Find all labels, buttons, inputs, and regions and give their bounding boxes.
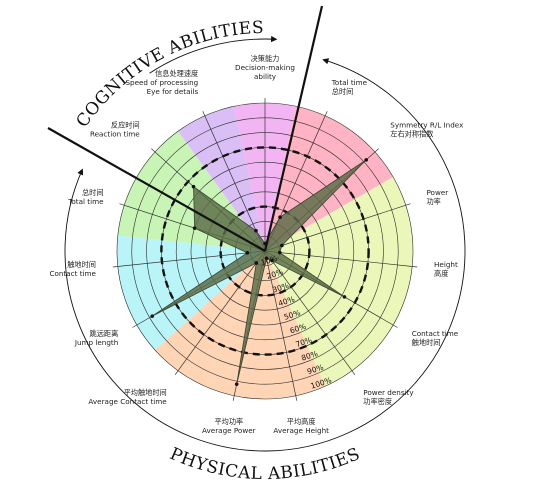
data-point-4-power bbox=[280, 243, 284, 248]
axis-label-9-cn: 平均功率 bbox=[214, 417, 243, 426]
spoke-5-height bbox=[264, 250, 418, 268]
data-point-3-symmetry-r-l-index bbox=[364, 158, 368, 162]
data-point-15-speed-of-processing-eye-for-details bbox=[254, 228, 258, 233]
sector-12-contact-time bbox=[117, 235, 265, 297]
axis-label-7-en: Power density bbox=[363, 388, 414, 397]
sector-8-average-height bbox=[265, 251, 326, 399]
physical-abilities-title: PHYSICAL ABILITIES bbox=[167, 444, 364, 484]
axis-label-11-en: Jump length bbox=[74, 338, 118, 347]
axis-label-3-cn: 左右对称指数 bbox=[390, 130, 433, 139]
axis-label-14-en: Reaction time bbox=[90, 130, 140, 139]
axis-label-15-cn: 信息处理速度 bbox=[155, 69, 198, 78]
reference-ring-70 bbox=[160, 146, 370, 356]
data-point-7-power-density bbox=[270, 258, 274, 263]
axis-label-4-en: Power bbox=[426, 188, 448, 197]
physical-abilities-arc bbox=[64, 58, 466, 452]
axis-label-14-cn: 反应时间 bbox=[111, 121, 140, 130]
axis-label-3-en: Symmetry R/L Index bbox=[390, 121, 464, 130]
spoke-8-average-height bbox=[264, 250, 298, 401]
data-point-11-jump-length bbox=[150, 314, 155, 318]
spoke-10-average-contact-time bbox=[174, 250, 266, 375]
axis-label-11-cn: 跳远距离 bbox=[90, 329, 119, 338]
axis-label-5-en: Height bbox=[434, 260, 458, 269]
data-point-10-average-contact-time bbox=[254, 261, 259, 265]
axis-label-1-en: ability bbox=[254, 72, 277, 81]
axis-label-1-cn: 决策能力 bbox=[251, 54, 280, 63]
group-divider-right bbox=[263, 5, 324, 252]
axis-label-4-cn: 功率 bbox=[426, 197, 440, 206]
axis-label-6-en: Contact time bbox=[412, 329, 459, 338]
data-point-6-contact-time bbox=[342, 295, 347, 299]
axis-label-8-cn: 平均高度 bbox=[287, 417, 316, 426]
axis-label-9-en: Average Power bbox=[202, 426, 256, 435]
sector-5-height bbox=[265, 235, 413, 297]
axis-label-12-en: Contact time bbox=[49, 269, 96, 278]
data-point-8-average-height bbox=[264, 256, 269, 261]
axis-label-10-cn: 平均触地时间 bbox=[124, 388, 167, 397]
axis-label-13-en: Total time bbox=[67, 197, 104, 206]
spoke-4-power bbox=[264, 203, 411, 252]
data-point-9-average-power bbox=[234, 382, 239, 386]
axis-label-5-cn: 高度 bbox=[434, 269, 448, 278]
data-point-13-total-time bbox=[192, 226, 197, 230]
data-point-2-total-time bbox=[278, 215, 282, 219]
data-point-5-height bbox=[277, 250, 282, 255]
group-divider-left bbox=[47, 127, 266, 252]
axis-label-6-cn: 触地时间 bbox=[412, 338, 441, 347]
data-point-14-reaction-time bbox=[191, 184, 196, 189]
data-layer bbox=[150, 158, 368, 386]
axis-label-2-cn: 总时间 bbox=[332, 87, 354, 96]
axis-label-2-en: Total time bbox=[331, 78, 368, 87]
axis-label-7-cn: 功率密度 bbox=[363, 397, 392, 406]
axis-label-8-en: Average Height bbox=[273, 426, 329, 435]
axis-label-15-en: Eye for details bbox=[147, 87, 199, 96]
spoke-7-power-density bbox=[264, 250, 356, 375]
spoke-12-contact-time bbox=[112, 250, 266, 268]
sector-4-power bbox=[265, 177, 413, 251]
axis-label-12-cn: 触地时间 bbox=[67, 260, 96, 269]
axis-label-1-en: Decision-making bbox=[235, 63, 295, 72]
data-point-12-contact-time bbox=[245, 251, 250, 255]
axis-label-10-en: Average Contact time bbox=[88, 397, 167, 406]
axis-label-13-cn: 总时间 bbox=[82, 188, 104, 197]
sector-9-average-power bbox=[204, 251, 265, 399]
cognitive-abilities-arc bbox=[149, 35, 278, 74]
sector-6-contact-time bbox=[265, 251, 406, 351]
series-1-polygon bbox=[151, 159, 367, 385]
